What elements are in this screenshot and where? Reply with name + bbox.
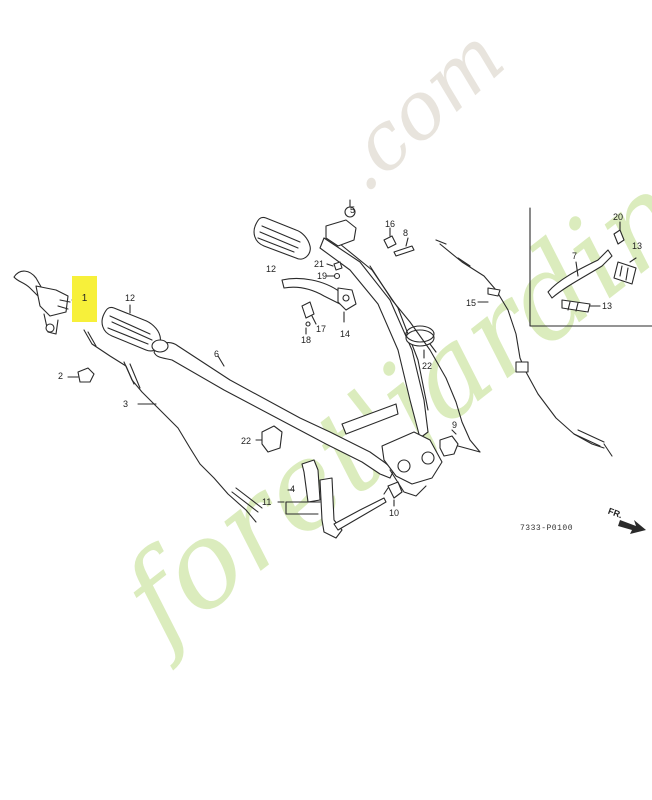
callout-part-11[interactable]: 11	[262, 497, 272, 507]
callout-part-12-right[interactable]: 12	[266, 264, 277, 274]
callout-part-21[interactable]: 21	[314, 259, 325, 269]
callout-part-4[interactable]: 4	[290, 484, 296, 494]
callout-part-22-upper[interactable]: 22	[422, 361, 433, 371]
clip-part-2	[67, 367, 95, 383]
callout-part-7[interactable]: 7	[572, 251, 578, 261]
callout-part-13-upper[interactable]: 13	[632, 241, 643, 251]
grip-part-12-right	[253, 216, 311, 260]
hardware-part-9-10	[387, 429, 481, 507]
throttle-lever-part-1	[13, 270, 79, 335]
rod-part-4-11	[277, 459, 389, 539]
clamp-part-22-lower	[255, 425, 283, 453]
callout-part-2[interactable]: 2	[58, 371, 64, 381]
callout-part-13-lower[interactable]: 13	[602, 301, 613, 311]
diagram-code: 7333-P0100	[520, 524, 574, 533]
callout-part-20[interactable]: 20	[613, 212, 624, 222]
front-direction-arrow	[618, 520, 646, 534]
grip-part-12-left	[101, 304, 161, 352]
callout-part-15[interactable]: 15	[466, 298, 477, 308]
callout-part-19[interactable]: 19	[317, 271, 328, 281]
callout-part-8[interactable]: 8	[403, 228, 409, 238]
callout-part-9[interactable]: 9	[452, 420, 458, 430]
throttle-cable-part-3	[83, 329, 263, 523]
callout-part-12-left[interactable]: 12	[125, 293, 136, 303]
clip-part-17-18	[301, 301, 317, 335]
callout-part-18[interactable]: 18	[301, 335, 312, 345]
callout-part-14[interactable]: 14	[340, 329, 351, 339]
callout-part-6[interactable]: 6	[214, 349, 220, 359]
callout-part-1[interactable]: 1	[72, 276, 97, 322]
cable-part-15	[369, 239, 613, 457]
callout-part-17[interactable]: 17	[316, 324, 327, 334]
callout-part-10[interactable]: 10	[389, 508, 400, 518]
callout-part-3[interactable]: 3	[123, 399, 129, 409]
bracket-part-5	[325, 199, 357, 247]
pin-part-8	[393, 237, 415, 257]
callout-part-5[interactable]: 5	[350, 205, 356, 215]
handlebar-part-6	[151, 237, 429, 479]
mount-plates	[381, 431, 443, 497]
callout-part-16[interactable]: 16	[385, 219, 396, 229]
fasteners-part-16-19-21	[326, 227, 397, 280]
lever-part-14	[281, 277, 357, 323]
band-part-22-upper	[405, 325, 437, 359]
callout-part-22-lower[interactable]: 22	[241, 436, 252, 446]
inset-detail-box	[529, 207, 652, 327]
